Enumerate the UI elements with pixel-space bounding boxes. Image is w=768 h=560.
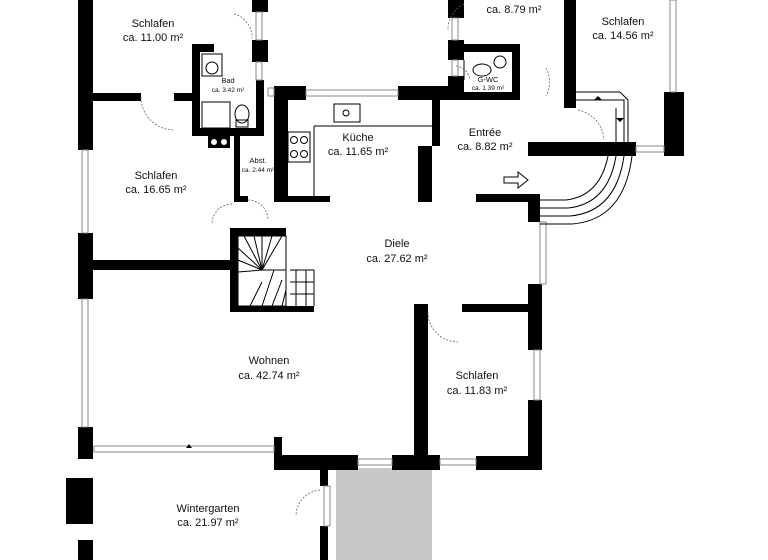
- room-schlafen-nw-name: Schlafen: [132, 18, 175, 30]
- fittings: [186, 53, 633, 448]
- room-entree-name: Entrée: [469, 127, 501, 139]
- room-gwc-area: ca. 1.39 m²: [472, 85, 505, 92]
- room-schlafen-ne-name: Schlafen: [602, 16, 645, 28]
- room-abst-area: ca. 2.44 m²: [242, 167, 275, 174]
- room-abst-name: Abst.: [249, 156, 266, 165]
- room-kueche-name: Küche: [342, 132, 373, 144]
- door-swings: [140, 3, 605, 517]
- room-schlafen-w-name: Schlafen: [135, 170, 178, 182]
- room-bad-name: Bad: [221, 76, 234, 85]
- room-entree-area: ca. 8.82 m²: [457, 141, 512, 153]
- room-wohnen-name: Wohnen: [249, 355, 290, 367]
- room-bad-area: ca. 3.42 m²: [212, 87, 245, 94]
- terrace-area: [336, 468, 432, 560]
- room-wintergarten-area: ca. 21.97 m²: [177, 517, 238, 529]
- room-gwc-name: G-WC: [478, 75, 499, 84]
- room-schlafen-nw-area: ca. 11.00 m²: [123, 32, 184, 44]
- room-wohnen-area: ca. 42.74 m²: [238, 370, 299, 382]
- room-diele-area: ca. 27.62 m²: [366, 253, 427, 265]
- room-top-middle-area: ca. 8.79 m²: [486, 4, 541, 16]
- room-labels: Schlafen ca. 11.00 m² Bad ca. 3.42 m² ca…: [123, 4, 654, 529]
- room-wintergarten-name: Wintergarten: [177, 503, 240, 515]
- room-schlafen-se-name: Schlafen: [456, 370, 499, 382]
- room-schlafen-w-area: ca. 16.65 m²: [125, 184, 186, 196]
- room-schlafen-ne-area: ca. 14.56 m²: [592, 30, 653, 42]
- room-schlafen-se-area: ca. 11.83 m²: [447, 385, 508, 397]
- room-kueche-area: ca. 11.65 m²: [328, 146, 389, 158]
- walls: [66, 0, 684, 560]
- windows: [81, 0, 677, 527]
- room-diele-name: Diele: [384, 238, 409, 250]
